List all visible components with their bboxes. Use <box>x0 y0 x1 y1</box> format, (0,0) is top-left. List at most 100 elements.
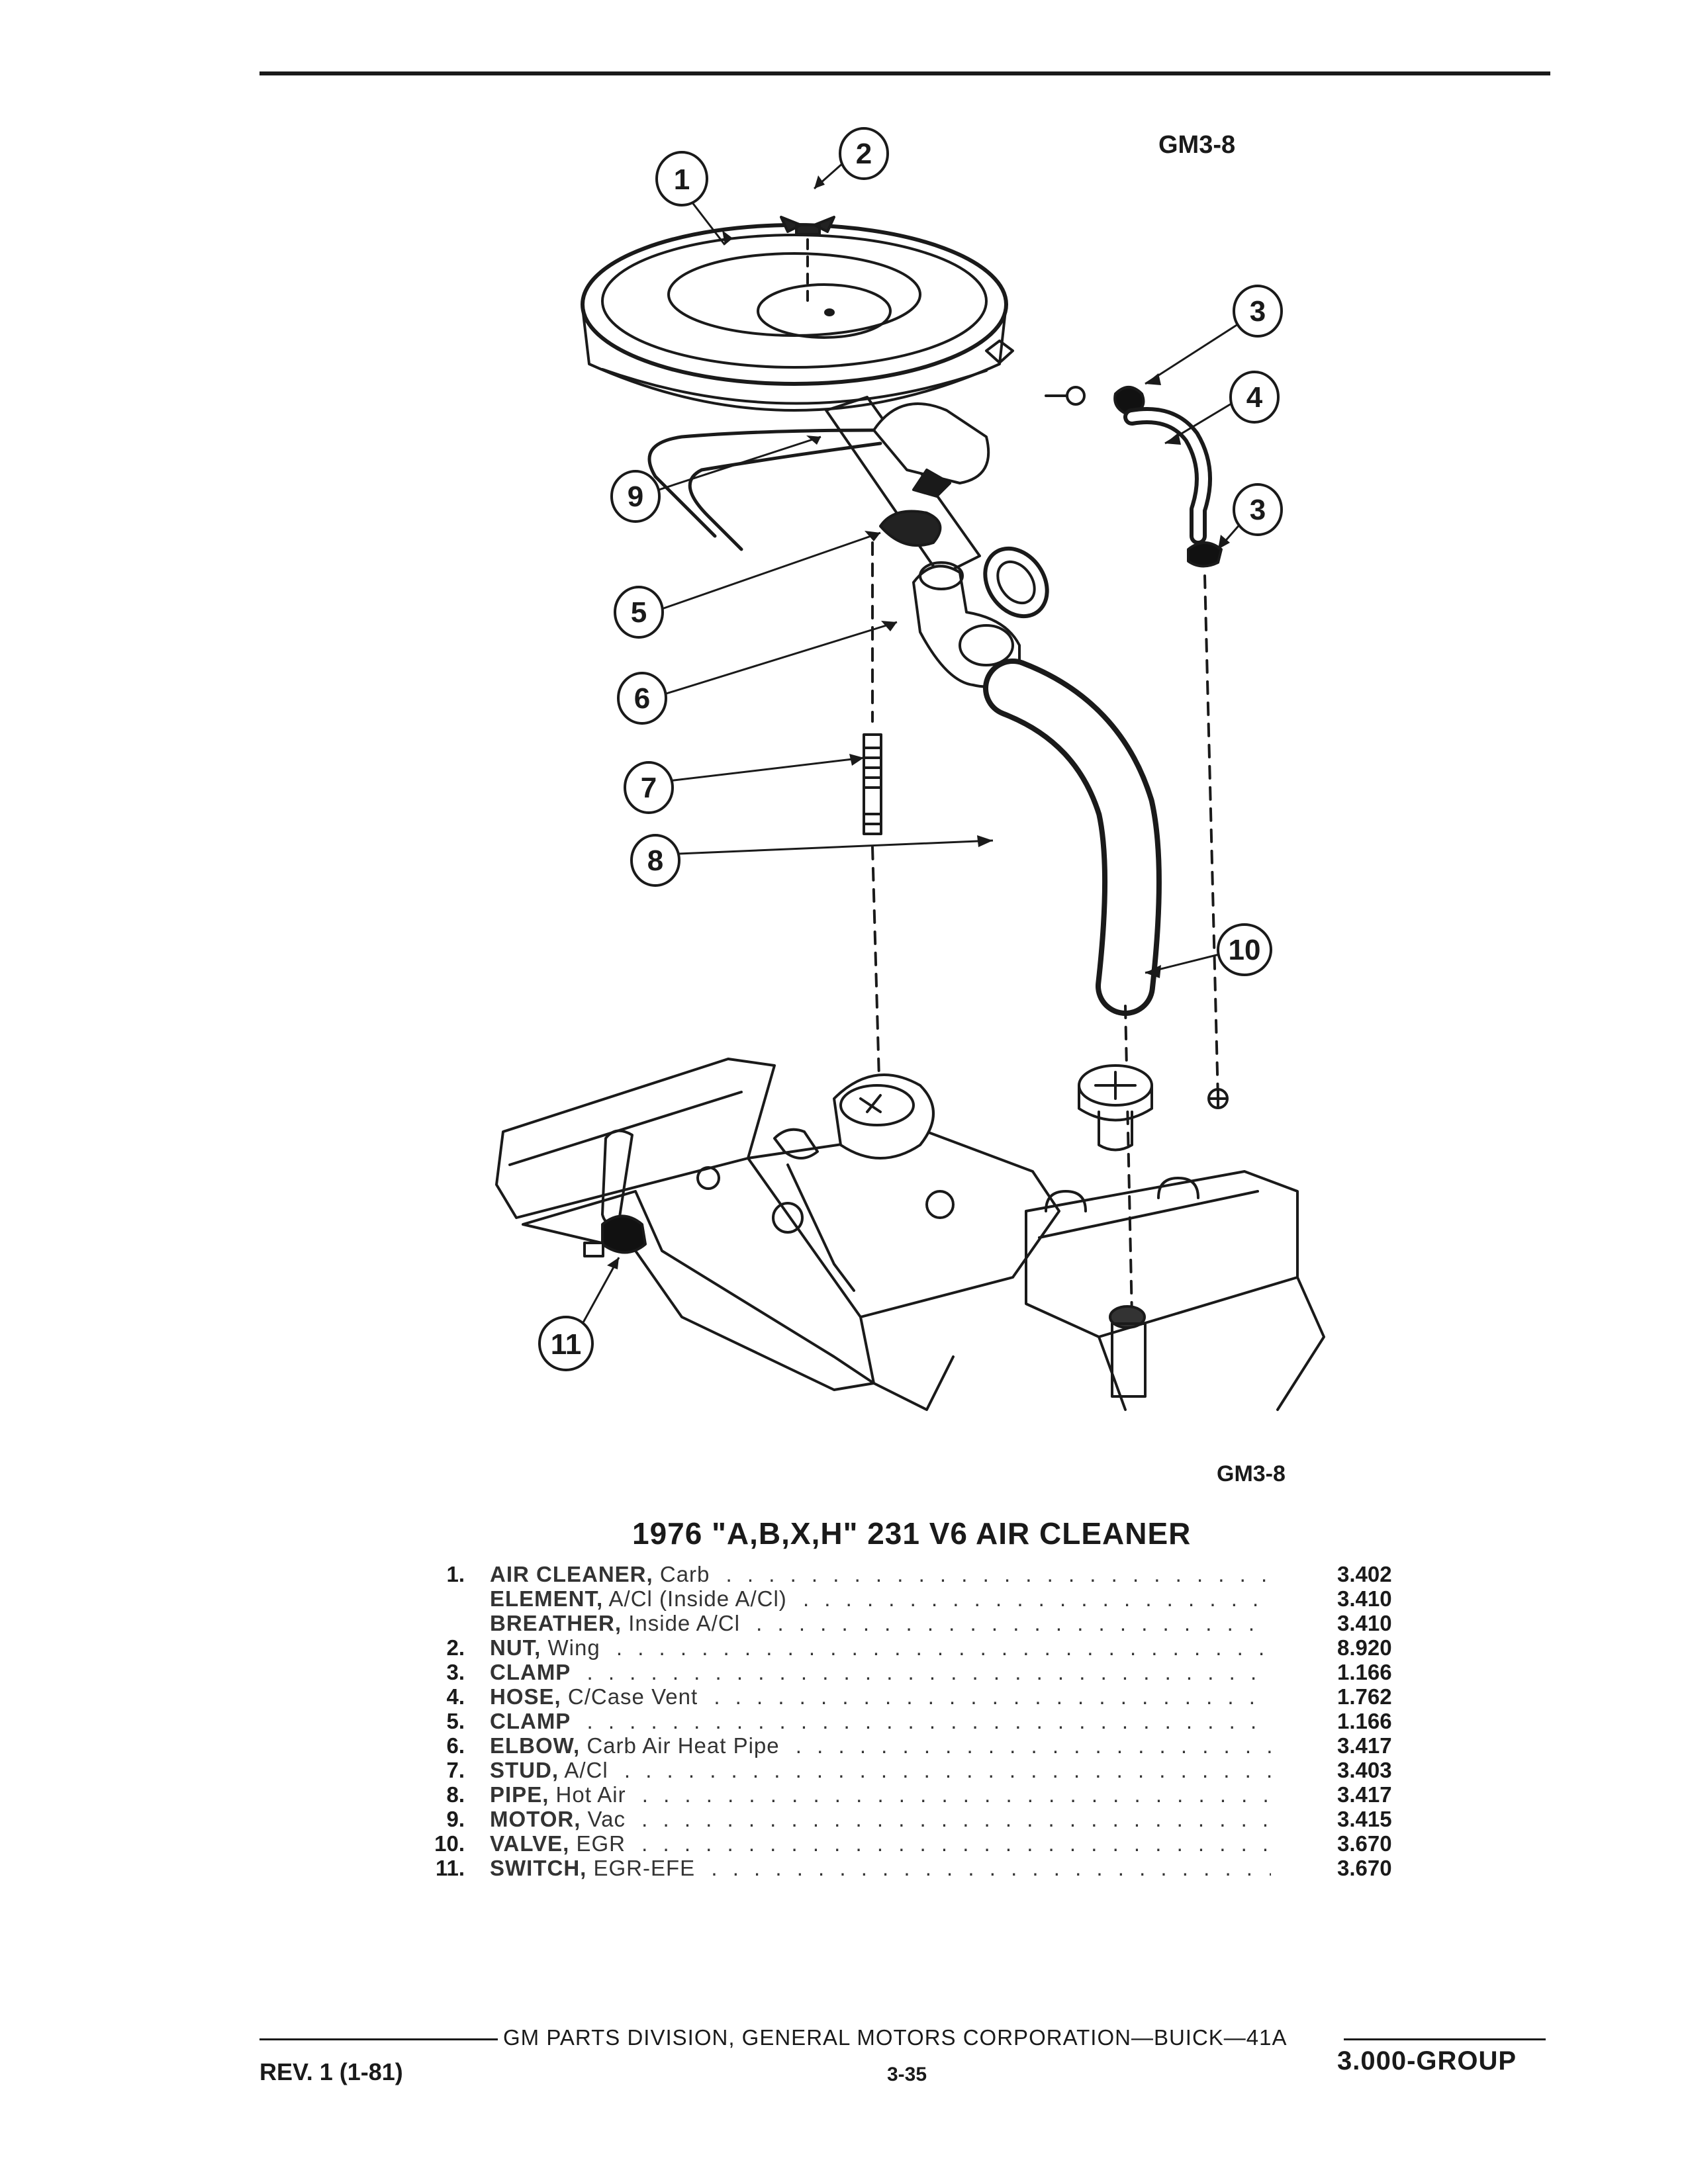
parts-list: 1.AIR CLEANER, Carb . . . . . . . . . . … <box>424 1562 1417 1880</box>
callout-1: 1 <box>674 163 690 196</box>
figure-id-top: GM3-8 <box>1158 131 1236 159</box>
part-number: 10. <box>434 1831 465 1856</box>
part-name: VALVE, <box>490 1831 570 1856</box>
egr-efe-switch-illustration <box>583 1129 647 1257</box>
part-number: 5. <box>446 1709 465 1733</box>
parts-row: 3. CLAMP . . . . . . . . . . . . . . . . … <box>424 1660 1417 1684</box>
part-name: STUD, <box>490 1758 559 1782</box>
part-description: EGR-EFE <box>586 1856 696 1880</box>
part-code: 1.166 <box>1337 1660 1392 1684</box>
part-code: 3.410 <box>1337 1611 1392 1635</box>
elbow-illustration <box>879 510 1021 688</box>
part-code: 3.410 <box>1337 1586 1392 1611</box>
parts-row: 4. HOSE, C/Case Vent . . . . . . . . . . … <box>424 1684 1417 1709</box>
part-name: MOTOR, <box>490 1807 581 1831</box>
header-rule <box>259 71 1550 75</box>
callout-2: 2 <box>856 138 872 170</box>
callout-7: 7 <box>641 772 657 804</box>
part-number: 8. <box>446 1782 465 1807</box>
group-label: 3.000-GROUP <box>1337 2046 1517 2075</box>
part-code: 1.762 <box>1337 1684 1392 1709</box>
part-number: 3. <box>446 1660 465 1684</box>
part-code: 3.415 <box>1337 1807 1392 1831</box>
leader-dots: NUT, Wing . . . . . . . . . . . . . . . … <box>490 1635 1271 1660</box>
part-code: 3.402 <box>1337 1562 1392 1586</box>
part-description: Carb <box>653 1562 710 1586</box>
part-name: HOSE, <box>490 1684 561 1709</box>
part-name: NUT, <box>490 1635 541 1660</box>
part-description: Inside A/Cl <box>622 1611 740 1635</box>
footer-rule-right <box>1344 2038 1546 2040</box>
part-code: 3.670 <box>1337 1856 1392 1880</box>
part-description: Carb Air Heat Pipe <box>580 1733 780 1758</box>
revision-label: REV. 1 (1-81) <box>259 2058 403 2085</box>
wing-nut-illustration <box>780 216 835 236</box>
part-number: 6. <box>446 1733 465 1758</box>
part-name: BREATHER, <box>490 1611 622 1635</box>
part-name: SWITCH, <box>490 1856 587 1880</box>
leader-dots: SWITCH, EGR-EFE . . . . . . . . . . . . … <box>490 1856 1271 1880</box>
callout-4: 4 <box>1246 381 1263 414</box>
parts-row: 10. VALVE, EGR . . . . . . . . . . . . . … <box>424 1831 1417 1856</box>
part-description: C/Case Vent <box>561 1684 698 1709</box>
part-number: 4. <box>446 1684 465 1709</box>
exploded-diagram: 1 2 3 4 3 9 5 6 7 8 10 11 <box>495 127 1325 1411</box>
callout-3b: 3 <box>1250 494 1266 526</box>
part-code: 8.920 <box>1337 1635 1392 1660</box>
part-description: Vac <box>581 1807 626 1831</box>
part-name: CLAMP <box>490 1709 571 1733</box>
parts-row: 11. SWITCH, EGR-EFE . . . . . . . . . . .… <box>424 1856 1417 1880</box>
part-description: EGR <box>569 1831 626 1856</box>
part-description: A/Cl <box>559 1758 608 1782</box>
leader-dots: CLAMP . . . . . . . . . . . . . . . . . … <box>490 1709 1271 1733</box>
page-title: 1976 "A,B,X,H" 231 V6 AIR CLEANER <box>632 1516 1192 1551</box>
callout-3: 3 <box>1250 295 1266 328</box>
parts-row: 6. ELBOW, Carb Air Heat Pipe . . . . . . … <box>424 1733 1417 1758</box>
part-description: A/Cl (Inside A/Cl) <box>603 1586 787 1611</box>
part-description: Wing <box>541 1635 600 1660</box>
stud-illustration <box>863 541 882 1126</box>
figure-id-bottom: GM3-8 <box>1217 1461 1286 1486</box>
part-code: 1.166 <box>1337 1709 1392 1733</box>
parts-row: 2. NUT, Wing . . . . . . . . . . . . . . … <box>424 1635 1417 1660</box>
leader-dots: STUD, A/Cl . . . . . . . . . . . . . . .… <box>490 1758 1271 1782</box>
callout-10: 10 <box>1229 934 1261 966</box>
callout-5: 5 <box>631 596 647 629</box>
parts-row: 5. CLAMP . . . . . . . . . . . . . . . . … <box>424 1709 1417 1733</box>
leader-dots: HOSE, C/Case Vent . . . . . . . . . . . … <box>490 1684 1271 1709</box>
footer-division: GM PARTS DIVISION, GENERAL MOTORS CORPOR… <box>503 2025 1288 2050</box>
callout-6: 6 <box>634 682 650 715</box>
engine-illustration <box>495 1058 1325 1411</box>
leader-dots: BREATHER, Inside A/Cl . . . . . . . . . … <box>490 1611 1271 1635</box>
part-name: ELEMENT, <box>490 1586 604 1611</box>
parts-row: 8.PIPE, Hot Air . . . . . . . . . . . . … <box>424 1782 1417 1807</box>
crankcase-vent-hose-illustration <box>1045 386 1223 1100</box>
parts-row: ELEMENT, A/Cl (Inside A/Cl) . . . . . . … <box>424 1586 1417 1611</box>
leader-dots: ELBOW, Carb Air Heat Pipe . . . . . . . … <box>490 1733 1271 1758</box>
leader-dots: MOTOR, Vac . . . . . . . . . . . . . . .… <box>490 1807 1271 1831</box>
parts-row: 7. STUD, A/Cl . . . . . . . . . . . . . .… <box>424 1758 1417 1782</box>
footer-rule-left <box>259 2038 498 2040</box>
callout-8: 8 <box>647 844 663 877</box>
callout-9: 9 <box>628 480 643 513</box>
leader-dots: CLAMP . . . . . . . . . . . . . . . . . … <box>490 1660 1271 1684</box>
part-name: AIR CLEANER, <box>490 1562 653 1586</box>
air-cleaner-illustration <box>581 223 1014 412</box>
part-description: Hot Air <box>549 1782 626 1807</box>
parts-row: BREATHER, Inside A/Cl . . . . . . . . . … <box>424 1611 1417 1635</box>
part-name: PIPE, <box>490 1782 549 1807</box>
part-name: CLAMP <box>490 1660 571 1684</box>
part-number: 2. <box>446 1635 465 1660</box>
callout-11: 11 <box>551 1328 582 1361</box>
parts-row: 1.AIR CLEANER, Carb . . . . . . . . . . … <box>424 1562 1417 1586</box>
part-code: 3.417 <box>1337 1782 1392 1807</box>
leader-dots: VALVE, EGR . . . . . . . . . . . . . . .… <box>490 1831 1271 1856</box>
page-number: 3-35 <box>887 2064 927 2085</box>
part-code: 3.670 <box>1337 1831 1392 1856</box>
leader-dots: ELEMENT, A/Cl (Inside A/Cl) . . . . . . … <box>490 1586 1271 1611</box>
part-number: 1. <box>446 1562 465 1586</box>
egr-valve-illustration <box>1078 1064 1153 1152</box>
part-name: ELBOW, <box>490 1733 581 1758</box>
part-number: 11. <box>435 1856 465 1880</box>
part-number: 7. <box>446 1758 465 1782</box>
